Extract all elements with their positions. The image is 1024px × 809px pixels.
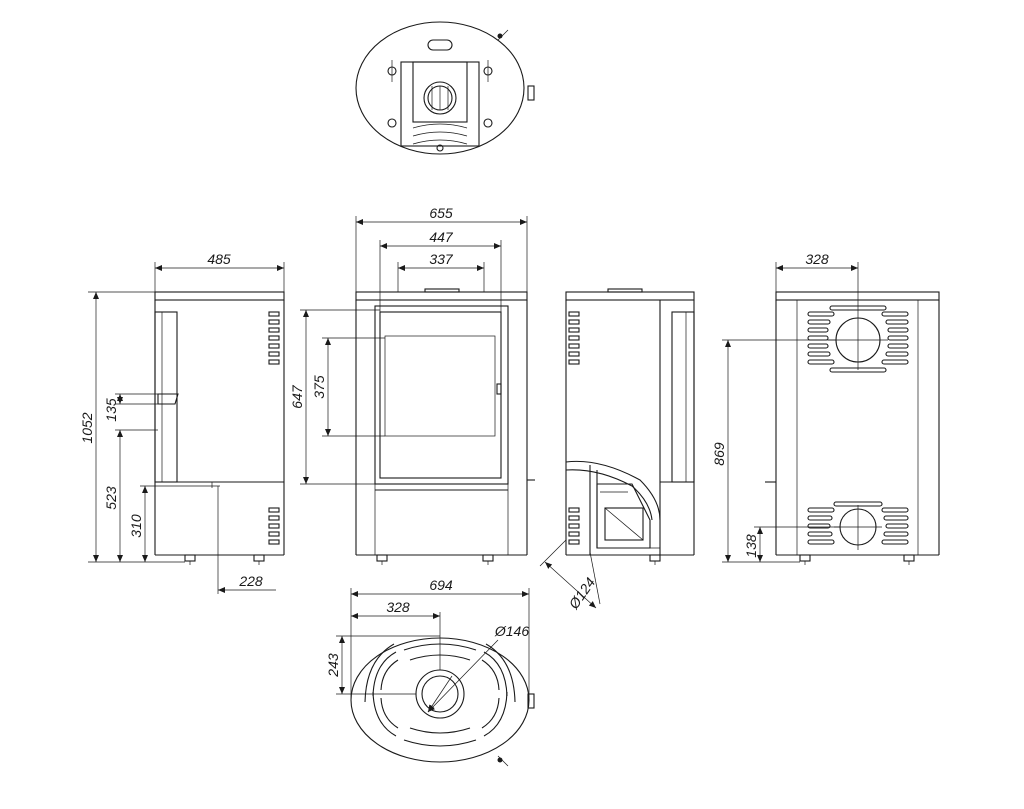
section-vent-bottom	[568, 507, 580, 545]
dim-glass-height: 375	[311, 375, 327, 399]
dim-door-height: 647	[289, 384, 305, 409]
dim-front-width: 655	[429, 205, 453, 221]
bottom-plan-view	[336, 588, 535, 767]
side-vent-top	[268, 311, 280, 365]
dim-leg-offset: 228	[238, 573, 263, 589]
back-bottom-slots	[807, 501, 909, 545]
dim-back-flue-offset: 328	[805, 251, 829, 267]
dim-door-bottom-height: 523	[103, 486, 119, 510]
dim-door-width: 447	[429, 229, 454, 245]
front-view	[300, 216, 528, 565]
dim-side-width: 485	[207, 251, 231, 267]
side-vent-bottom	[268, 507, 280, 545]
dim-ash-height: 310	[128, 514, 144, 538]
back-view	[722, 262, 940, 565]
section-view	[527, 288, 695, 609]
dim-top-flue-depth: 243	[325, 653, 341, 678]
side-view	[88, 262, 285, 594]
dim-air-inlet-diameter: Ø124	[565, 574, 598, 612]
dimension-labels: 485 1052 135 523 310 228 655 447 337 647…	[79, 205, 829, 678]
dim-back-flue-height: 869	[711, 442, 727, 466]
dim-overall-height: 1052	[79, 412, 95, 443]
section-vent-top	[568, 311, 580, 365]
dim-handle-height: 135	[103, 398, 119, 422]
dim-top-flue-offset: 328	[386, 599, 410, 615]
dim-flue-diameter: Ø146	[494, 623, 529, 639]
dim-top-width: 694	[429, 577, 453, 593]
dim-back-inlet-height: 138	[743, 534, 759, 558]
dim-glass-width: 337	[429, 251, 454, 267]
top-plan-view	[355, 21, 535, 155]
